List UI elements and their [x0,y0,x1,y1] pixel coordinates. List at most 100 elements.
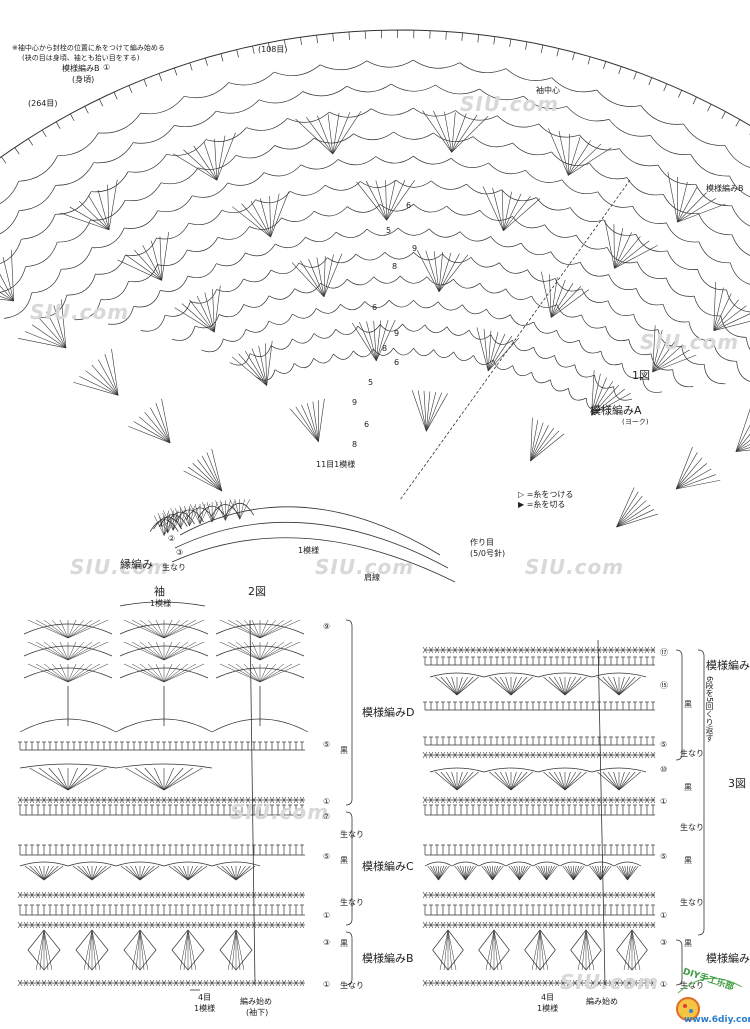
chain-loop [187,237,219,252]
stitch-mark [70,113,75,122]
fan-stitch [618,676,641,696]
sc-stitch [245,796,251,804]
shell-stitch [530,417,533,462]
sc-stitch [119,891,125,899]
stitch-mark [556,48,560,57]
sc-stitch [560,921,566,929]
fan-arc [483,672,539,678]
chain-loop [459,62,507,74]
sc-stitch [536,646,542,654]
edging-stitch [170,508,181,529]
edging-stitch [158,515,165,536]
fan-stitch [465,865,472,881]
shell-stitch [173,153,218,181]
shell-stitch [591,377,607,416]
sc-stitch [566,646,572,654]
stitch-mark [348,31,350,40]
shell-stitch [713,320,750,331]
chain-loop [66,274,96,296]
legend-cut: ▶ =糸を切る [518,500,566,509]
shell-stitch [652,354,697,373]
fan-stitch [621,865,628,881]
fan-stitch [462,865,466,881]
chain-loop [402,323,426,332]
shell-stitch [332,111,362,155]
sleeve-fan-stitch [163,619,181,639]
stitch-mark [509,38,512,47]
hook-size-label: (5/0号針) [470,549,506,558]
fan-arc [559,861,588,867]
sc-stitch [269,796,275,804]
edging-stitch [189,505,195,526]
chain-loop [607,300,634,316]
fan-stitch [516,865,520,881]
shell-stitch [677,187,698,223]
sc-stitch [464,646,470,654]
fan-stitch [559,771,566,791]
chain-loop [165,301,191,317]
sc-stitch [590,646,596,654]
chain-loop [346,83,392,93]
fan-arc [478,861,507,867]
sc-stitch [572,751,578,759]
chain-loop [556,330,580,343]
color-kinari: 生なり [680,898,704,907]
shell-stitch [301,404,319,442]
chain-loop [313,353,334,364]
fan-stitch [457,865,466,881]
sc-stitch [245,891,251,899]
diamond-stitch [623,929,633,971]
shell-stitch [159,236,163,281]
chain-loop [281,210,315,222]
chain-loop [166,139,207,156]
shell-stitch [433,251,440,292]
shell-stitch [530,420,539,462]
fan-stitch [510,676,517,696]
shell-stitch [438,253,460,292]
shell-stitch [483,328,489,371]
pattern-c-label: 模様編みC [362,860,414,873]
sc-stitch [452,979,458,987]
chain-loop [270,262,300,275]
shell-stitch [550,279,566,318]
sc-stitch [83,979,89,987]
row-number: 5 [368,378,374,387]
sc-stitch [434,979,440,987]
sc-stitch [59,891,65,899]
shell-stitch [312,401,319,442]
pattern-a-sub: (ヨーク) [622,418,649,426]
sc-stitch [650,891,656,899]
sc-stitch [113,921,119,929]
chain-loop [353,348,374,358]
shell-stitch [438,251,443,292]
stitch-mark [143,79,148,87]
chain-loop [606,247,638,264]
sc-stitch [95,921,101,929]
sc-stitch [275,796,281,804]
chain-loop [570,207,604,222]
shell-stitch [250,200,271,238]
fan-stitch [510,676,528,696]
fan-stitch [139,865,160,881]
sc-stitch [209,921,215,929]
sc-stitch [245,979,251,987]
chain-loop [479,283,507,294]
chain-loop [360,179,397,188]
sc-stitch [233,921,239,929]
sleeve-fan-stitch [27,663,69,683]
edging-stitch [189,503,201,525]
fan-stitch [618,771,625,791]
fan-stitch [67,767,107,791]
chain-loop [635,234,668,252]
sleeve-fan-stitch [155,663,165,683]
chain-loop [538,123,580,138]
watermark: SIU.com [460,92,560,116]
shell-stitch [108,179,118,230]
sc-stitch [173,891,179,899]
stitch-mark [113,91,118,100]
sc-stitch [167,796,173,804]
color-black: 黒 [684,700,692,709]
sc-stitch [119,921,125,929]
fan-stitch [573,865,580,881]
fan-stitch [163,767,184,791]
